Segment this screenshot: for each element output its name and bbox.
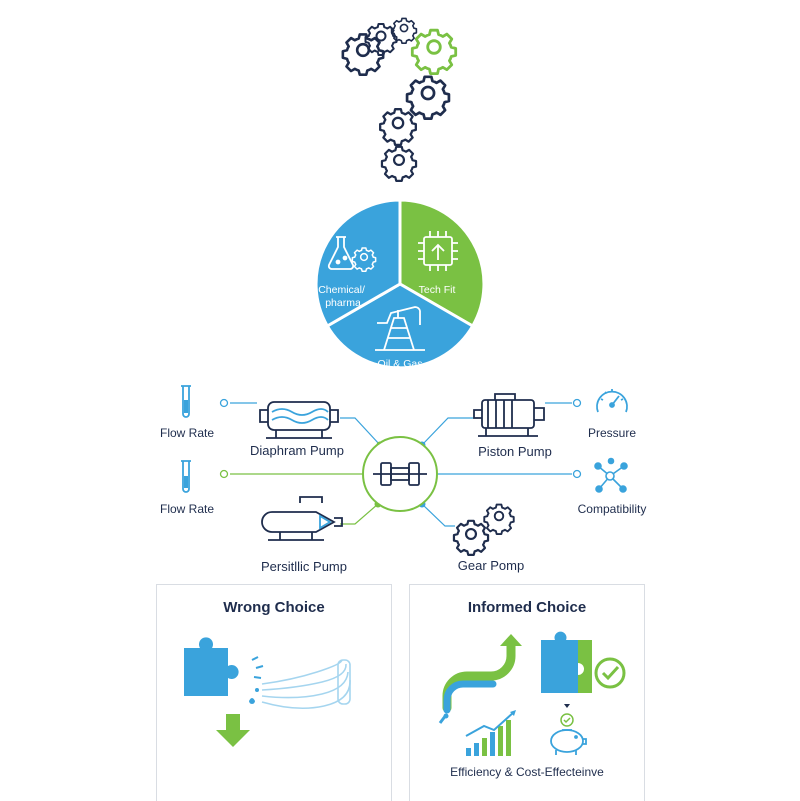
segment-label-chemical-2: pharma: [325, 297, 361, 309]
diaphragm-pump-icon: [259, 401, 339, 439]
pump-label-peristaltic: Persitllic Pump: [261, 559, 347, 574]
wrong-choice-panel: Wrong Choice: [156, 584, 392, 801]
gear-icon: [405, 75, 451, 121]
oil-rig-icon: [375, 306, 425, 351]
connector-lines: [230, 402, 572, 527]
gear-icon: [390, 17, 418, 45]
panel-title-informed: Informed Choice: [467, 599, 587, 616]
chip-icon: [418, 231, 458, 271]
gear-icon: [379, 108, 417, 147]
pump-label-gear: Gear Pomp: [458, 558, 524, 573]
pressure-gauge-icon: [596, 389, 628, 413]
puzzle-piece-icon: [541, 631, 578, 693]
gear-icon: [410, 28, 458, 75]
network-icon: [594, 457, 628, 493]
segment-label-chemical-1: Chemical/: [318, 284, 365, 296]
arrow-down-icon: [216, 714, 250, 747]
industry-pie: Chemical/ pharma Tech Fit Oil & Gas: [314, 198, 486, 370]
informed-choice-illustration: [438, 631, 626, 756]
gear-pump-icon: [452, 503, 515, 557]
segment-label-tech: Tech Fit: [419, 284, 456, 296]
factor-label-pressure: Pressure: [588, 426, 636, 440]
peristaltic-pump-icon: [261, 496, 343, 541]
hub-coupling: [362, 436, 438, 512]
factor-label-flow-rate: Flow Rate: [160, 502, 214, 516]
informed-choice-panel: Informed Choice Efficiency & Cost-Effect…: [409, 584, 645, 801]
segment-label-chemical: Chemical/ pharma: [318, 284, 368, 309]
pie-slice-chemical: [314, 198, 402, 329]
gear-question-mark: [341, 17, 458, 183]
panel-title-wrong: Wrong Choice: [223, 599, 325, 616]
coupling-icon: [373, 462, 427, 486]
piston-pump-icon: [473, 393, 545, 437]
factor-label-compatibility: Compatibility: [578, 502, 647, 516]
pie-slice-oil: [325, 282, 475, 370]
puzzle-piece-icon: [184, 637, 239, 696]
leaking-pipe-icon: [261, 659, 351, 710]
wrong-choice-illustration: [184, 637, 351, 747]
gear-icon: [341, 33, 385, 77]
panel-caption-informed: Efficiency & Cost-Effecteinve: [450, 765, 604, 779]
pump-label-piston: Piston Pump: [478, 444, 552, 459]
segment-label-oil: Oil & Gas: [378, 358, 423, 370]
checkmark-icon: [594, 657, 626, 689]
pump-label-diaphragm: Diaphram Pump: [250, 443, 344, 458]
piggy-bank-icon: [550, 729, 587, 755]
bar-growth-icon: [465, 710, 516, 756]
test-tube-icon: [181, 460, 191, 493]
factor-label-flow-rate: Flow Rate: [160, 426, 214, 440]
flask-icon: [327, 236, 377, 272]
gear-icon: [380, 145, 418, 183]
test-tube-icon: [181, 385, 191, 418]
